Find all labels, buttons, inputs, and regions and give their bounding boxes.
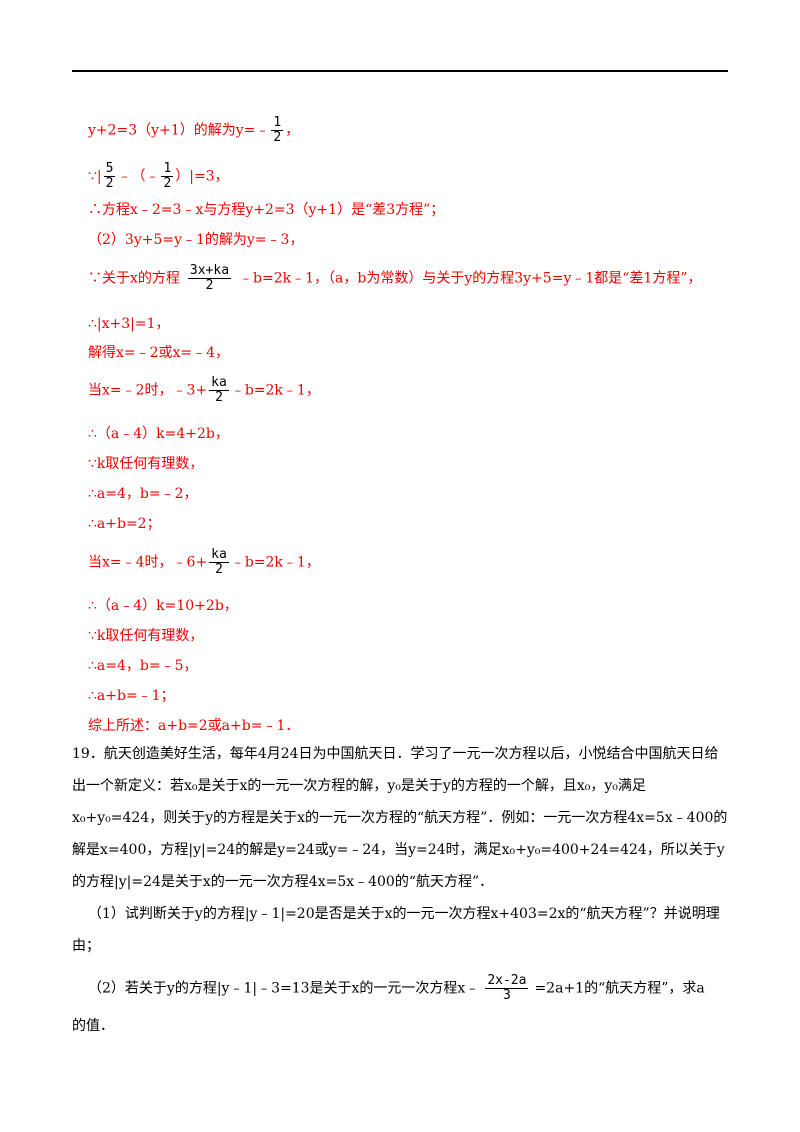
line-text: （2）若关于y的方程|y﹣1|﹣3=13是关于x的一元一次方程x﹣: [88, 980, 480, 997]
fraction-bar: [187, 278, 232, 279]
solution-line-6: ∴|x+3|=1，: [88, 316, 170, 332]
numerator: 3x+ka: [189, 263, 230, 278]
line-text: ﹣b=2k﹣1，: [230, 554, 320, 571]
line-text: ﹣b=2k﹣1，（a，b为常数）与关于y的方程3y+5=y﹣1都是“差1方程”，: [239, 270, 702, 287]
solution-line-10: ∵k取任何有理数，: [88, 456, 204, 472]
line-text: ∵关于x的方程: [88, 270, 180, 287]
solution-line-18: 综上所述：a+b=2或a+b=﹣1．: [88, 718, 300, 734]
solution-line-3: ∴方程x﹣2=3﹣x与方程y+2=3（y+1）是“差3方程”；: [88, 202, 445, 218]
line-text: ﹣（﹣: [117, 168, 160, 185]
header-rule: [72, 70, 728, 72]
denominator: 2: [105, 176, 114, 191]
solution-line-7: 解得x=﹣2或x=﹣4，: [88, 345, 230, 361]
denominator: 3: [502, 988, 511, 1003]
line-text: ∵|: [88, 168, 102, 185]
numerator: ka: [211, 547, 227, 562]
numerator: 2x-2a: [487, 973, 527, 988]
solution-line-9: ∴（a﹣4）k=4+2b，: [88, 426, 229, 442]
line-text: 当x=﹣2时，﹣3+: [88, 382, 208, 399]
line-text: 当x=﹣4时，﹣6+: [88, 554, 208, 571]
numerator: ka: [211, 375, 227, 390]
denominator: 2: [273, 130, 282, 145]
problem-19-statement: 19．航天创造美好生活，每年4月24日为中国航天日．学习了一元一次方程以后，小悦…: [72, 746, 728, 890]
denominator: 2: [205, 278, 214, 293]
fraction-bar: [209, 562, 229, 563]
line-text: ﹣b=2k﹣1，: [230, 382, 320, 399]
line-text: y+2=3（y+1）的解为y=﹣: [88, 122, 270, 139]
fraction-bar: [161, 176, 174, 177]
fraction-bar: [103, 176, 116, 177]
problem-19-question-2-cont: 的值．: [72, 1018, 114, 1034]
denominator: 2: [215, 562, 223, 577]
solution-line-15: ∵k取任何有理数，: [88, 628, 204, 644]
solution-line-16: ∴a=4，b=﹣5，: [88, 658, 198, 674]
fraction-bar: [209, 390, 229, 391]
solution-line-11: ∴a=4，b=﹣2，: [88, 486, 198, 502]
numerator: 5: [105, 161, 114, 176]
line-text: =2a+1的“航天方程”，求a: [534, 980, 705, 997]
denominator: 2: [163, 176, 172, 191]
fraction-bar: [271, 130, 284, 131]
comma: ，: [285, 122, 300, 139]
solution-line-12: ∴a+b=2；: [88, 516, 161, 532]
solution-line-4: （2）3y+5=y﹣1的解为y=﹣3，: [88, 232, 304, 248]
problem-19-question-1: （1）试判断关于y的方程|y﹣1|=20是否是关于x的一元一次方程x+403=2…: [72, 906, 720, 954]
numerator: 1: [163, 161, 172, 176]
fraction-bar: [485, 988, 529, 989]
solution-line-17: ∴a+b=﹣1；: [88, 688, 175, 704]
line-text: ）|=3，: [175, 168, 229, 185]
denominator: 2: [215, 390, 223, 405]
solution-line-14: ∴（a﹣4）k=10+2b，: [88, 598, 238, 614]
numerator: 1: [273, 115, 282, 130]
